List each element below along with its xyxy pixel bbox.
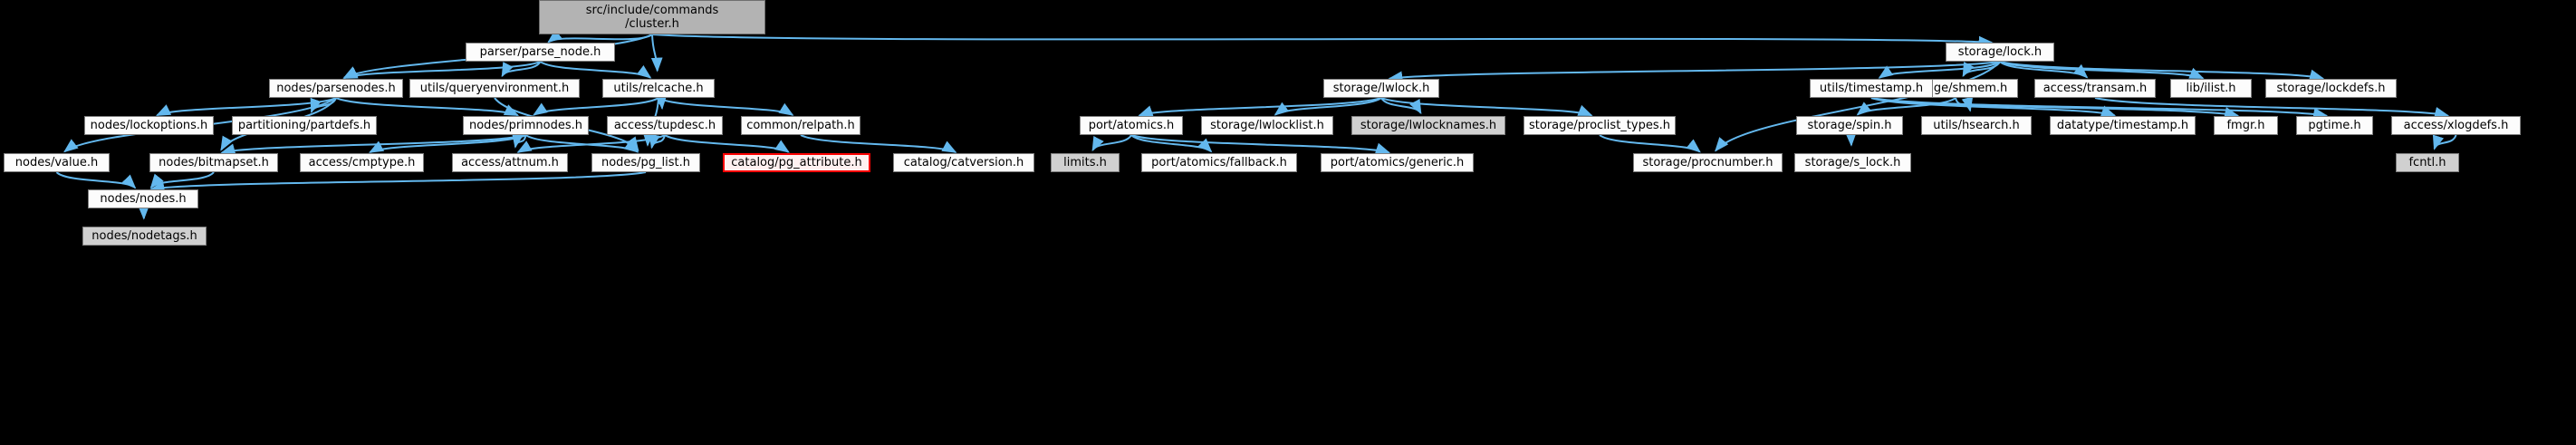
graph-node-xlogdefs[interactable]: access/xlogdefs.h	[2391, 116, 2521, 135]
graph-edge-parse_node-to-relcache	[539, 61, 652, 79]
graph-node-fcntl[interactable]: fcntl.h	[2396, 153, 2459, 172]
graph-edge-spin-to-s_lock	[1845, 131, 1857, 147]
graph-node-lwlocklist[interactable]: storage/lwlocklist.h	[1201, 116, 1333, 135]
graph-node-lockdefs[interactable]: storage/lockdefs.h	[2265, 79, 2397, 98]
graph-edge-atomics-to-limits	[1091, 134, 1132, 152]
graph-edge-lwlock-to-atomics	[1138, 97, 1382, 117]
graph-edge-lwlock-to-lwlocklist	[1274, 97, 1382, 116]
graph-node-atomics[interactable]: port/atomics.h	[1080, 116, 1183, 135]
graph-node-relcache[interactable]: utils/relcache.h	[602, 79, 715, 98]
graph-node-procnumber[interactable]: storage/procnumber.h	[1633, 153, 1783, 172]
graph-node-nodes[interactable]: nodes/nodes.h	[88, 189, 198, 208]
graph-edge-xlogdefs-to-fcntl	[2432, 134, 2457, 150]
graph-edge-lwlock-to-lwlocknames	[1380, 97, 1422, 115]
graph-edge-proclist_types-to-procnumber	[1599, 134, 1701, 153]
graph-node-lwlock[interactable]: storage/lwlock.h	[1323, 79, 1439, 98]
graph-node-pg_attribute[interactable]: catalog/pg_attribute.h	[723, 153, 870, 172]
graph-node-ilist[interactable]: lib/ilist.h	[2170, 79, 2252, 98]
graph-node-pg_list[interactable]: nodes/pg_list.h	[591, 153, 700, 172]
graph-node-lock[interactable]: storage/lock.h	[1946, 43, 2054, 62]
graph-edge-atomics-to-generic	[1130, 134, 1391, 154]
graph-edge-parse_node-to-parsenodes	[342, 61, 541, 80]
graph-edge-parsenodes-to-primnodes	[335, 97, 519, 117]
graph-node-generic[interactable]: port/atomics/generic.h	[1321, 153, 1474, 172]
graph-node-limits[interactable]: limits.h	[1051, 153, 1120, 172]
graph-edge-timestamp-to-pgtime	[1870, 97, 2329, 120]
graph-edge-lock-to-lwlock	[1388, 61, 2001, 83]
graph-node-spin[interactable]: storage/spin.h	[1796, 116, 1903, 135]
graph-edge-relpath-to-catversion	[800, 134, 957, 153]
graph-node-tupdesc[interactable]: access/tupdesc.h	[607, 116, 723, 135]
graph-edge-atomics-to-fallback	[1130, 134, 1213, 153]
graph-node-lockoptions[interactable]: nodes/lockoptions.h	[84, 116, 214, 135]
graph-edge-lock-to-lockdefs	[1999, 61, 2325, 82]
graph-edge-tupdesc-to-attnum	[516, 134, 666, 153]
graph-node-s_lock[interactable]: storage/s_lock.h	[1794, 153, 1911, 172]
graph-node-nodetags[interactable]: nodes/nodetags.h	[82, 227, 207, 246]
graph-edge-lock-to-timestamp	[1878, 61, 2001, 79]
graph-node-fmgr[interactable]: fmgr.h	[2214, 116, 2278, 135]
graph-node-lwlocknames[interactable]: storage/lwlocknames.h	[1351, 116, 1505, 135]
graph-edge-cluster-to-relcache	[650, 34, 663, 73]
graph-node-datatype_ts[interactable]: datatype/timestamp.h	[2050, 116, 2196, 135]
graph-edge-relcache-to-relpath	[658, 97, 794, 116]
graph-edge-parsenodes-to-lockoptions	[156, 97, 337, 117]
graph-node-fallback[interactable]: port/atomics/fallback.h	[1141, 153, 1297, 172]
graph-node-catversion[interactable]: catalog/catversion.h	[893, 153, 1034, 172]
graph-edge-cluster-to-parse_node	[547, 29, 653, 44]
graph-node-timestamp[interactable]: utils/timestamp.h	[1810, 79, 1933, 98]
graph-edge-nodes-to-nodetags	[138, 205, 150, 220]
graph-node-proclist_types[interactable]: storage/proclist_types.h	[1523, 116, 1676, 135]
graph-node-bitmapset[interactable]: nodes/bitmapset.h	[149, 153, 278, 172]
graph-node-relpath[interactable]: common/relpath.h	[741, 116, 860, 135]
graph-edge-tupdesc-to-pg_list	[649, 133, 666, 150]
graph-node-hsearch[interactable]: utils/hsearch.h	[1921, 116, 2032, 135]
graph-node-transam[interactable]: access/transam.h	[2034, 79, 2156, 98]
graph-node-cmptype[interactable]: access/cmptype.h	[300, 153, 424, 172]
graph-node-value[interactable]: nodes/value.h	[4, 153, 110, 172]
graph-edge-lock-to-transam	[1999, 61, 2089, 79]
graph-edge-pg_list-to-nodes	[149, 171, 647, 193]
graph-node-parse_node[interactable]: parser/parse_node.h	[466, 43, 615, 62]
graph-node-partdefs[interactable]: partitioning/partdefs.h	[232, 116, 377, 135]
graph-node-attnum[interactable]: access/attnum.h	[452, 153, 568, 172]
graph-edge-parse_node-to-queryenv	[501, 61, 542, 78]
graph-edge-value-to-nodes	[55, 171, 137, 189]
graph-node-cluster[interactable]: src/include/commands /cluster.h	[539, 0, 765, 34]
graph-edge-lock-to-procnumber	[1715, 61, 2001, 152]
graph-node-primnodes[interactable]: nodes/primnodes.h	[463, 116, 589, 135]
graph-edge-primnodes-to-pg_list	[524, 134, 639, 153]
graph-node-queryenv[interactable]: utils/queryenvironment.h	[409, 79, 580, 98]
graph-edge-shmem-to-spin	[1856, 97, 1956, 116]
graph-edge-cluster-to-lock	[651, 34, 1994, 48]
graph-node-pgtime[interactable]: pgtime.h	[2296, 116, 2373, 135]
graph-edge-lwlock-to-proclist_types	[1380, 97, 1593, 117]
graph-node-parsenodes[interactable]: nodes/parsenodes.h	[269, 79, 403, 98]
graph-edge-transam-to-xlogdefs	[2094, 97, 2450, 119]
graph-edge-relcache-to-primnodes	[533, 97, 659, 116]
graph-edge-tupdesc-to-pg_attribute	[664, 134, 790, 153]
